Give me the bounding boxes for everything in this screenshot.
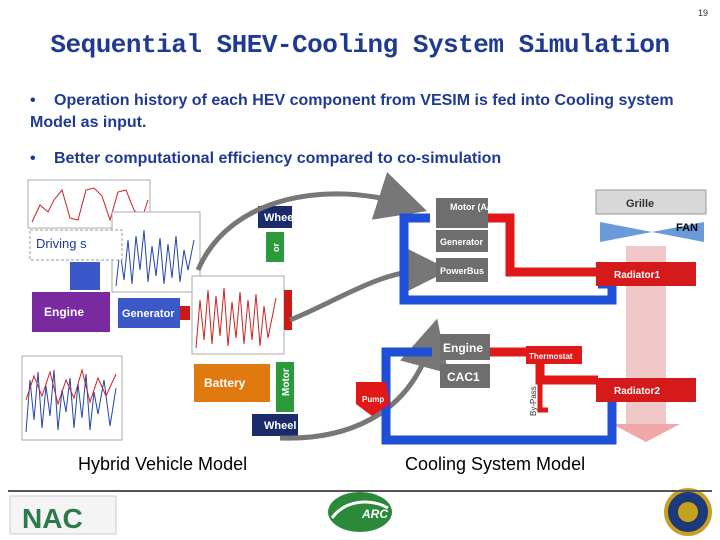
bullet-1-text: Operation history of each HEV component …	[30, 92, 674, 131]
hv-motor-label: Motor	[281, 368, 292, 396]
hv-engine-label: Engine	[44, 305, 84, 319]
hv-connector-1	[180, 306, 190, 320]
nac-logo: NAC	[9, 495, 117, 535]
cs-engine-block: Engine	[440, 334, 490, 360]
driving-flow-arrow	[70, 262, 100, 290]
transfer-arrow-1	[195, 172, 428, 271]
thumb-chart-2	[111, 211, 201, 293]
bullet-1-marker: •	[30, 92, 36, 109]
fan-label: FAN	[676, 222, 698, 234]
cs-bypass-label: By-Pass	[529, 386, 538, 416]
transfer-arrow-2	[289, 245, 450, 323]
hv-wheel-top-block: Wheel	[258, 206, 296, 228]
bullet-1: •Operation history of each HEV component…	[30, 90, 690, 134]
hv-wheel-top-label: Wheel	[264, 212, 296, 224]
cs-motor-label: Motor (A/B)	[450, 202, 499, 212]
cs-generator-block: Generator	[436, 230, 488, 252]
footer-rule	[8, 490, 712, 492]
thumb-chart-4	[21, 355, 123, 441]
hv-wheel-bottom-block: Wheel	[252, 414, 298, 436]
hv-engine-block: Engine	[32, 292, 110, 332]
hv-battery-block: Battery	[194, 364, 270, 402]
cs-generator-label: Generator	[440, 237, 484, 247]
page-number: 19	[697, 8, 708, 18]
fan-blade-right	[652, 222, 704, 242]
cs-motor-block: Motor (A/B)	[436, 198, 499, 228]
grille-block: Grille	[595, 189, 707, 215]
radiator2-label: Radiator2	[614, 386, 661, 397]
hv-connector-2	[284, 290, 292, 330]
radiator1-label: Radiator1	[614, 270, 661, 281]
airflow-arrow	[612, 424, 680, 442]
seal-logo	[664, 488, 712, 536]
hv-generator-label: Generator	[122, 308, 175, 320]
hv-vertical-top-label: or	[271, 243, 281, 252]
upper-red-line	[488, 213, 598, 277]
bullet-2: • Better computational efficiency compare…	[30, 148, 690, 170]
cooling-model-caption: Cooling System Model	[405, 454, 586, 474]
cs-cac1-block: CAC1	[440, 364, 490, 388]
cs-pump-label: Pump	[362, 395, 384, 404]
driving-schedule-box	[29, 229, 123, 261]
hv-generator-block: Generator	[118, 298, 180, 328]
cs-pump-block: Pump	[356, 382, 390, 416]
cs-thermostat-block: Thermostat	[526, 346, 582, 364]
grille-label: Grille	[626, 198, 654, 210]
hv-wheel-bottom-label: Wheel	[264, 420, 296, 432]
slide-title: Sequential SHEV-Cooling System Simulatio…	[50, 30, 670, 60]
radiator1-block: Radiator1	[596, 262, 696, 286]
cs-cac1-label: CAC1	[447, 370, 480, 384]
radiator2-block: Radiator2	[596, 378, 696, 402]
fan-blade-left	[600, 222, 652, 242]
transfer-arrow-3	[279, 318, 449, 441]
cs-powerbus-block: PowerBus	[436, 258, 488, 282]
bullet-2-marker: •	[30, 150, 36, 167]
hv-battery-label: Battery	[204, 376, 246, 390]
bypass-line	[537, 356, 548, 413]
cs-powerbus-label: PowerBus	[440, 266, 484, 276]
thumb-chart-3	[191, 275, 285, 355]
bullet-2-text: Better computational efficiency compared…	[54, 150, 502, 167]
hv-vertical-top-block: or	[266, 232, 284, 262]
arc-logo: ARC	[328, 492, 392, 532]
hybrid-model-caption: Hybrid Vehicle Model	[78, 454, 248, 474]
cs-engine-label: Engine	[443, 341, 483, 355]
hv-motor-block: Motor	[276, 362, 294, 412]
driving-schedule-label: Driving s	[36, 236, 87, 251]
nac-logo-text: NAC	[22, 503, 83, 534]
arc-logo-text: ARC	[361, 507, 388, 521]
cs-thermostat-label: Thermostat	[529, 352, 573, 361]
